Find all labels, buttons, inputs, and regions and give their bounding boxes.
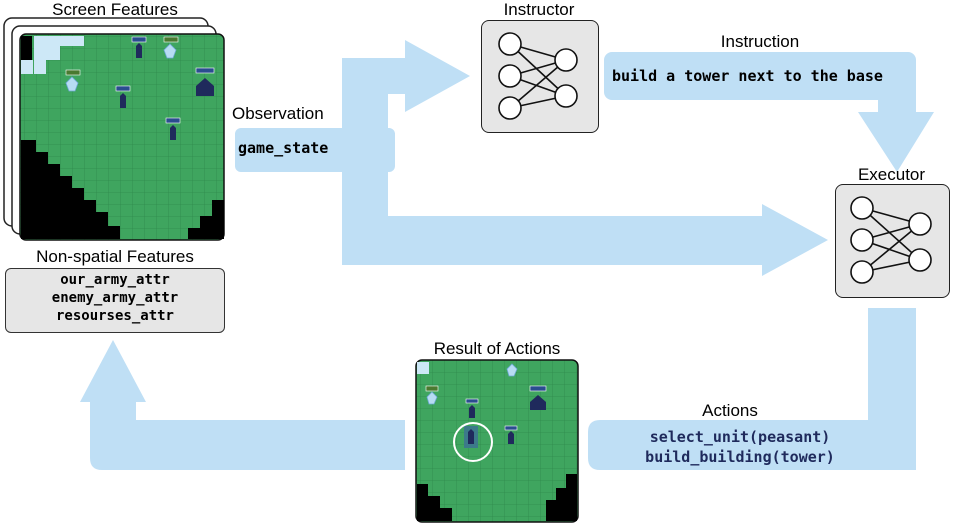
nn-node	[908, 248, 932, 272]
instruction-text: build a tower next to the base	[612, 67, 883, 85]
game-map-screen	[19, 33, 225, 241]
observation-bubble	[235, 128, 395, 172]
instruction-label: Instruction	[720, 32, 800, 51]
unit-icon	[469, 405, 475, 418]
observation-label: Observation	[232, 104, 324, 123]
non-spatial-item: resourses_attr	[55, 308, 174, 324]
unit-icon	[136, 43, 142, 58]
base-building-icon	[196, 78, 214, 96]
instructor-label: Instructor	[503, 0, 575, 19]
executor-label: Executor	[857, 165, 926, 184]
unit-icon	[468, 429, 474, 444]
unit-icon	[120, 93, 126, 108]
instruction-bubble	[604, 52, 916, 100]
nn-node	[498, 96, 522, 120]
nn-node	[554, 48, 578, 72]
nn-node	[498, 64, 522, 88]
action-item: build_building(tower)	[645, 448, 835, 466]
arrow-result-to-features	[80, 340, 405, 470]
selection-circle	[453, 422, 493, 462]
crystal-icon	[506, 363, 518, 377]
arrow-instruction-to-executor	[858, 90, 934, 172]
nn-node	[498, 32, 522, 56]
unit-icon	[508, 431, 514, 444]
nn-node	[908, 212, 932, 236]
base-building-icon	[530, 395, 546, 410]
nn-node	[554, 84, 578, 108]
crystal-icon	[426, 391, 438, 405]
nn-node	[850, 260, 874, 284]
result-of-actions-label: Result of Actions	[433, 339, 561, 358]
crystal-icon	[163, 43, 177, 59]
non-spatial-item: our_army_attr	[60, 272, 170, 288]
actions-label: Actions	[702, 401, 758, 420]
crystal-icon	[65, 76, 79, 92]
non-spatial-features-box: our_army_attr enemy_army_attr resourses_…	[5, 268, 225, 333]
non-spatial-item: enemy_army_attr	[51, 290, 179, 306]
screen-features-label: Screen Features	[52, 0, 178, 19]
nn-node	[850, 196, 874, 220]
game-state-text: game_state	[238, 139, 329, 157]
arrow-observation-to-executor	[342, 150, 828, 276]
arrow-observation-to-instructor	[342, 40, 470, 150]
arrow-executor-to-actions	[588, 308, 916, 470]
action-item: select_unit(peasant)	[649, 428, 831, 446]
result-map-screen	[415, 359, 579, 523]
non-spatial-features-label: Non-spatial Features	[36, 247, 194, 266]
nn-node	[850, 228, 874, 252]
unit-icon	[170, 125, 176, 140]
